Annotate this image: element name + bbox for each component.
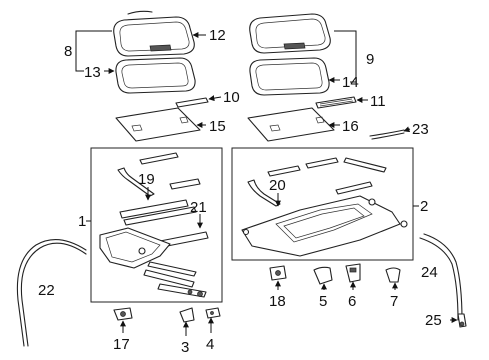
callout-12: 12: [209, 27, 226, 44]
motor-18[interactable]: [269, 265, 287, 281]
callout-4: 4: [206, 336, 214, 353]
bracket-4[interactable]: [205, 307, 221, 319]
callout-10: 10: [223, 89, 240, 106]
drain-hose-24[interactable]: [419, 233, 463, 321]
callout-1: 1: [78, 213, 86, 230]
callout-22: 22: [38, 282, 55, 299]
callout-25: 25: [425, 312, 442, 329]
assembly-box-1: [90, 147, 223, 303]
leader-23: [403, 126, 411, 133]
callout-23: 23: [412, 121, 429, 138]
deflector-strip-11[interactable]: [315, 96, 357, 109]
drain-hose-22[interactable]: [16, 239, 87, 347]
bracket-7[interactable]: [385, 267, 401, 283]
callout-19: 19: [138, 171, 155, 188]
callout-2: 2: [420, 198, 428, 215]
label-9-bracket: [334, 30, 357, 83]
callout-7: 7: [390, 293, 398, 310]
callout-13: 13: [84, 64, 101, 81]
leader-10: [208, 95, 222, 102]
bracket-6[interactable]: [345, 263, 361, 283]
callout-11: 11: [370, 93, 386, 110]
motor-17[interactable]: [113, 307, 133, 321]
weatherstrip-13[interactable]: [115, 57, 196, 94]
callout-16: 16: [342, 118, 359, 135]
rod-23[interactable]: [369, 129, 405, 140]
callout-17: 17: [113, 336, 130, 353]
callout-6: 6: [348, 293, 356, 310]
callout-18: 18: [269, 293, 286, 310]
callout-24: 24: [421, 264, 438, 281]
callout-21: 21: [190, 199, 207, 216]
deflector-strip-10[interactable]: [175, 97, 209, 108]
callout-5: 5: [319, 293, 327, 310]
sunshade-16[interactable]: [247, 107, 335, 142]
bracket-5[interactable]: [313, 266, 333, 285]
sunshade-15[interactable]: [115, 107, 201, 142]
weatherstrip-14[interactable]: [249, 57, 330, 96]
callout-8: 8: [64, 43, 72, 60]
callout-9: 9: [366, 51, 374, 68]
clip-25[interactable]: [457, 313, 467, 328]
bracket-3[interactable]: [179, 307, 195, 323]
callout-14: 14: [342, 74, 359, 91]
callout-15: 15: [209, 118, 226, 135]
callout-20: 20: [269, 177, 286, 194]
housing-assembly-left[interactable]: [99, 152, 209, 298]
glass-panel-9-upper[interactable]: [249, 13, 331, 54]
callout-3: 3: [181, 339, 189, 356]
label-8-bracket: [75, 30, 112, 72]
glass-panel-12[interactable]: [113, 10, 195, 57]
assembly-box-2: [231, 147, 414, 261]
housing-assembly-right[interactable]: [241, 157, 408, 257]
